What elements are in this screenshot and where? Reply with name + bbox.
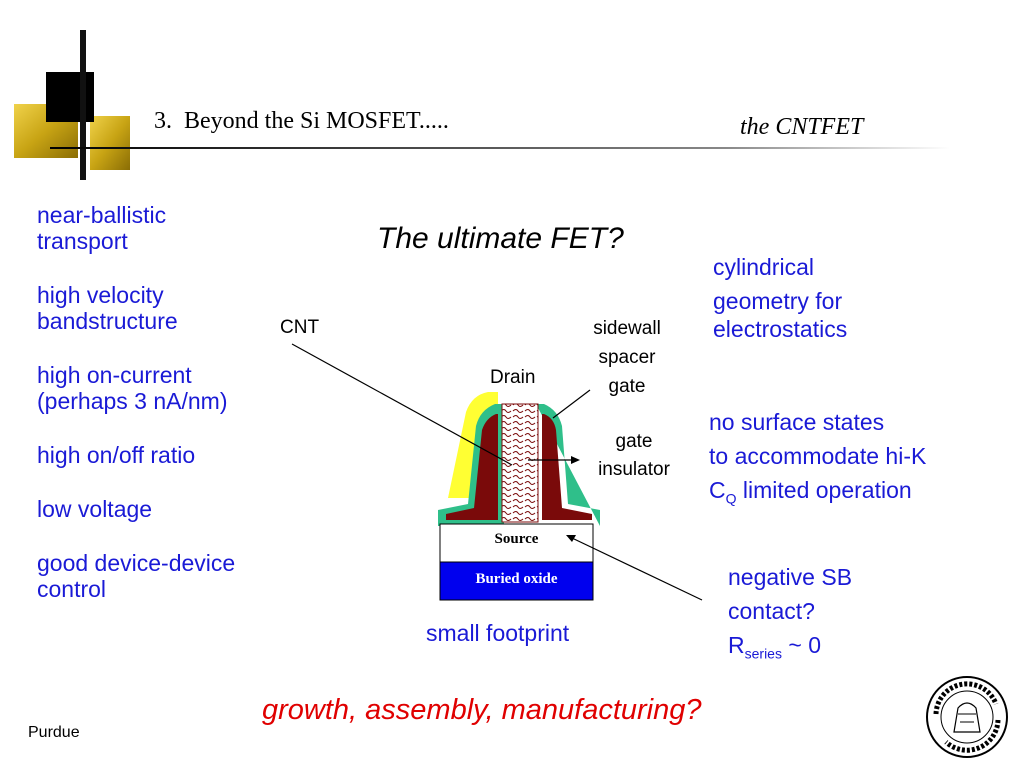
surface-states-note: no surface states to accommodate hi-K CQ… [709, 405, 926, 516]
gate-right [542, 414, 592, 520]
list-item: good device-device control [37, 550, 236, 602]
small-footprint-label: small footprint [426, 620, 570, 646]
cnt-label: CNT [280, 317, 320, 338]
gate-insulator-label-line: gate [615, 431, 653, 452]
list-item: high on-current (perhaps 3 nA/nm) [37, 362, 228, 414]
list-item: high velocity bandstructure [37, 282, 178, 334]
header-logo-graphic [14, 30, 950, 180]
sidewall-label-line: spacer [598, 347, 656, 368]
electrostatics-note: cylindrical geometry for electrostatics [713, 252, 847, 343]
contact-note: negative SB contact? Rseries ~ 0 [728, 560, 852, 671]
source-region [439, 523, 594, 563]
slide-subtitle: the CNTFET [740, 114, 864, 140]
note-line: CQ limited operation [709, 473, 926, 516]
note-line: negative SB [728, 564, 853, 590]
source-pointer-arrowhead [566, 535, 576, 542]
source-pointer-line [571, 537, 703, 601]
r-text: ~ 0 [781, 632, 821, 658]
gate-insulator-label-line: insulator [598, 459, 670, 480]
cq-subscript: Q [725, 490, 737, 507]
center-title: The ultimate FET? [377, 222, 624, 255]
drain-label: Drain [490, 367, 536, 388]
cntfet-cross-section [291, 343, 703, 601]
slide-title: 3. Beyond the Si MOSFET..... [154, 108, 449, 134]
list-item: high on/off ratio [37, 442, 196, 468]
sidewall-label-line: gate [608, 376, 646, 397]
r-symbol: R [728, 632, 745, 658]
sidewall-label: sidewall spacer gate [572, 314, 682, 401]
buried-oxide-region [439, 561, 594, 601]
list-item: near-ballistic transport [37, 202, 167, 254]
advantages-list: near-ballistic transport high velocity b… [37, 202, 317, 630]
cnt-pointer-line [291, 343, 513, 466]
gate-insulator-arrowhead [571, 456, 580, 464]
sidewall-pointer-line [552, 389, 591, 419]
note-line: to accommodate hi-K [709, 443, 927, 469]
cq-text: limited operation [736, 477, 912, 503]
cq-symbol: C [709, 477, 726, 503]
header-decoration [0, 0, 1024, 180]
cntfet-diagram: CNT Drain sidewall spacer gate gate insu… [260, 300, 720, 620]
r-subscript: series [744, 645, 782, 662]
source-label: Source [494, 531, 539, 547]
note-line: cylindrical [713, 254, 814, 280]
gate-insulator-label: gate insulator [586, 428, 682, 484]
bottom-question: growth, assembly, manufacturing? [262, 694, 702, 726]
seal-icon [926, 676, 1008, 758]
list-item: low voltage [37, 496, 153, 522]
note-line: electrostatics [713, 316, 848, 342]
footer-label: Purdue [28, 724, 80, 741]
buried-oxide-label: Buried oxide [475, 571, 558, 587]
sidewall-label-line: sidewall [593, 318, 661, 339]
note-line: Rseries ~ 0 [728, 628, 852, 671]
note-line: contact? [728, 598, 815, 624]
purdue-seal [924, 674, 1010, 760]
gate-left [446, 414, 498, 520]
note-line: no surface states [709, 409, 885, 435]
note-line: geometry for [713, 288, 843, 314]
